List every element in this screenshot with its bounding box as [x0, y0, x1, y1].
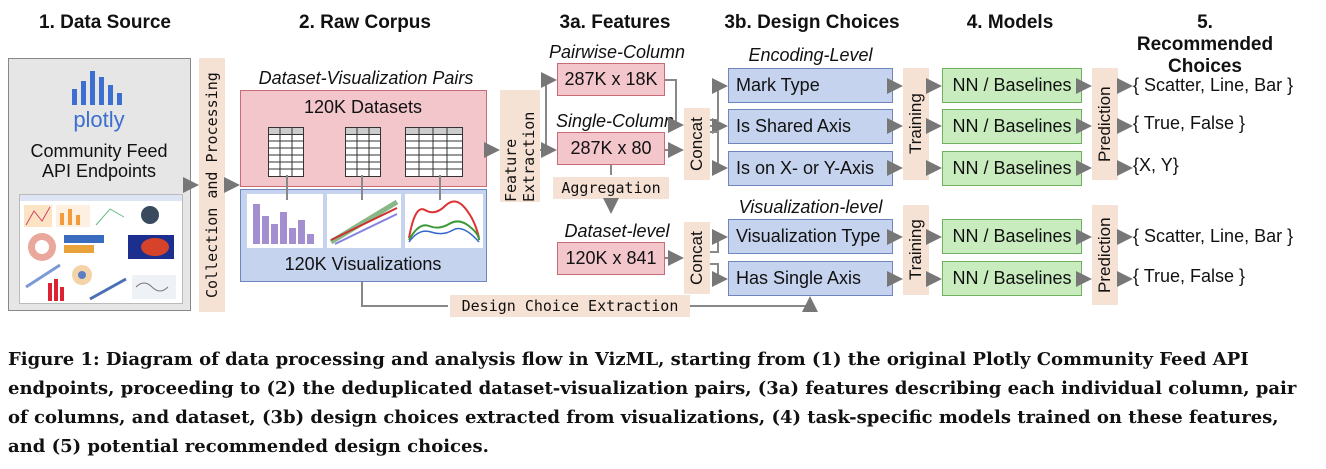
- single-title: Single-Column: [555, 111, 675, 131]
- encoding-level-title: Encoding-Level: [748, 45, 873, 65]
- output-single-axis: { True, False }: [1133, 266, 1246, 286]
- output-shared-axis: { True, False }: [1133, 113, 1246, 133]
- output-xy-axis: {X, Y}: [1133, 155, 1179, 175]
- model-box-xy: NN / Baselines: [942, 151, 1082, 186]
- visualizations-box: 120K Visualizations: [240, 189, 487, 282]
- pairwise-title: Pairwise-Column: [548, 42, 686, 62]
- flow-connectors: [183, 72, 1133, 312]
- single-features-box: 287K x 80: [557, 132, 665, 165]
- model-box-singleaxis: NN / Baselines: [942, 261, 1082, 296]
- source-line1: Community Feed: [30, 141, 168, 161]
- model-box-vistype: NN / Baselines: [942, 219, 1082, 254]
- bar-chart-thumbnail: [247, 194, 323, 248]
- datasets-label: 120K Datasets: [303, 97, 423, 117]
- xy-axis-box: Is on X- or Y-Axis: [728, 151, 893, 186]
- dataset-table-icon: [345, 127, 381, 182]
- header-recommended: 5. Recommended Choices: [1136, 12, 1274, 77]
- mark-type-box: Mark Type: [728, 68, 893, 103]
- output-vis-type: { Scatter, Line, Bar }: [1133, 226, 1294, 246]
- shared-axis-box: Is Shared Axis: [728, 109, 893, 144]
- single-axis-box: Has Single Axis: [728, 261, 893, 296]
- vis-level-title: Visualization-level: [738, 197, 883, 217]
- data-source-panel: plotly Community Feed API Endpoints: [8, 58, 191, 311]
- output-mark-type: { Scatter, Line, Bar }: [1133, 75, 1294, 95]
- dataset-level-title: Dataset-level: [564, 221, 670, 241]
- model-box-mark: NN / Baselines: [942, 68, 1082, 103]
- dataset-table-icon: [268, 127, 304, 182]
- plotly-bars-icon: [70, 67, 130, 105]
- header-design-choices: 3b. Design Choices: [724, 12, 900, 33]
- source-line2: API Endpoints: [41, 161, 157, 181]
- dataset-features-box: 120K x 841: [557, 242, 665, 275]
- scatter-chart-thumbnail: [327, 194, 401, 248]
- model-box-shared: NN / Baselines: [942, 109, 1082, 144]
- header-data-source: 1. Data Source: [39, 12, 171, 33]
- dataset-table-icon: [405, 127, 463, 182]
- design-extraction-label: Design Choice Extraction: [450, 295, 690, 317]
- header-models: 4. Models: [966, 12, 1054, 33]
- visualizations-label: 120K Visualizations: [284, 254, 442, 274]
- pairwise-features-box: 287K x 18K: [557, 63, 665, 96]
- plotly-logo-text: plotly: [73, 107, 125, 132]
- aggregation-label: Aggregation: [553, 177, 669, 199]
- vis-type-box: Visualization Type: [728, 219, 893, 254]
- line-chart-thumbnail: [405, 194, 483, 248]
- figure-caption: Figure 1: Diagram of data processing and…: [8, 349, 1297, 457]
- header-features: 3a. Features: [559, 12, 671, 33]
- pairs-title: Dataset-Visualization Pairs: [258, 68, 474, 88]
- datasets-box: 120K Datasets: [240, 90, 487, 187]
- community-feed-screenshot: [19, 194, 183, 304]
- header-raw-corpus: 2. Raw Corpus: [299, 12, 431, 33]
